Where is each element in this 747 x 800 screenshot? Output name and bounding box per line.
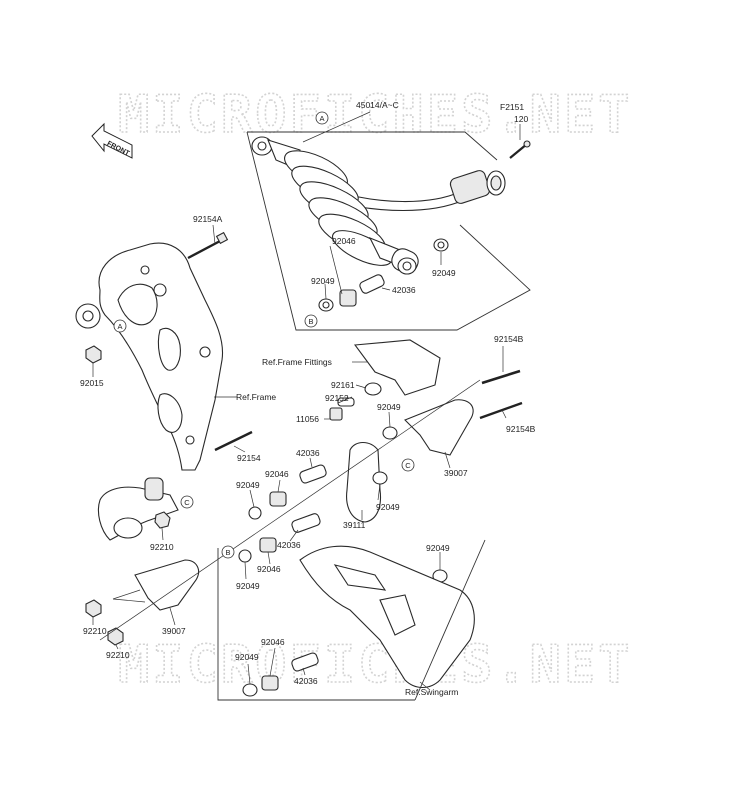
label-92015: 92015 bbox=[80, 378, 104, 388]
label-92154b-mid: 92154B bbox=[506, 424, 536, 434]
watermark-top: MICROFICHES.NET bbox=[118, 85, 633, 145]
svg-text:C: C bbox=[184, 498, 190, 507]
label-92152: 92152 bbox=[325, 393, 349, 403]
swingarm bbox=[299, 545, 475, 689]
callout-a-left: A bbox=[113, 319, 127, 333]
label-ref-frame-fittings: Ref.Frame Fittings bbox=[262, 357, 332, 367]
label-ref-swingarm: Ref.Swingarm bbox=[405, 687, 458, 697]
leader-lines bbox=[92, 111, 521, 691]
label-shock-assembly: 45014/A~C bbox=[356, 100, 399, 110]
callout-b-low: B bbox=[221, 545, 235, 559]
label-92210-lower: 92210 bbox=[106, 650, 130, 660]
svg-text:C: C bbox=[405, 461, 411, 470]
label-92049-upper: 92049 bbox=[377, 402, 401, 412]
svg-text:B: B bbox=[308, 317, 313, 326]
label-92049-far-right: 92049 bbox=[426, 543, 450, 553]
label-92154a: 92154A bbox=[193, 214, 223, 224]
label-42036-low: 42036 bbox=[277, 540, 301, 550]
label-92049-lowleft: 92049 bbox=[236, 581, 260, 591]
callout-c-left: C bbox=[180, 495, 194, 509]
label-39007-left: 39007 bbox=[162, 626, 186, 636]
label-42036-bottom: 42036 bbox=[294, 676, 318, 686]
label-92046-bottom: 92046 bbox=[261, 637, 285, 647]
label-92049-bottom: 92049 bbox=[235, 652, 259, 662]
label-92161: 92161 bbox=[331, 380, 355, 390]
svg-text:A: A bbox=[319, 114, 324, 123]
label-92210-upper: 92210 bbox=[150, 542, 174, 552]
watermark-bottom: MICROFICHES.NET bbox=[118, 635, 633, 695]
label-42036-mid: 42036 bbox=[296, 448, 320, 458]
linkage-rods bbox=[85, 339, 523, 697]
label-shock-92049-left: 92049 bbox=[311, 276, 335, 286]
label-92049-mid-left: 92049 bbox=[236, 480, 260, 490]
frame-bracket bbox=[75, 231, 229, 471]
callout-b-top: B bbox=[304, 314, 318, 328]
label-39007-right: 39007 bbox=[444, 468, 468, 478]
shock-absorber bbox=[246, 131, 531, 331]
lower-frame bbox=[97, 477, 179, 541]
callout-a-top: A bbox=[315, 111, 329, 125]
label-shock-92046: 92046 bbox=[332, 236, 356, 246]
label-f2151: F2151 bbox=[500, 102, 524, 112]
label-92046-low: 92046 bbox=[257, 564, 281, 574]
label-shock-92049-right: 92049 bbox=[432, 268, 456, 278]
label-39111: 39111 bbox=[343, 520, 366, 530]
label-92154: 92154 bbox=[237, 453, 261, 463]
svg-text:B: B bbox=[225, 548, 230, 557]
label-ref-frame: Ref.Frame bbox=[236, 392, 276, 402]
label-92046-mid: 92046 bbox=[265, 469, 289, 479]
callout-c-right: C bbox=[401, 458, 415, 472]
label-92154b-top: 92154B bbox=[494, 334, 524, 344]
label-92049-rocker: 92049 bbox=[376, 502, 400, 512]
label-11056: 11056 bbox=[296, 414, 319, 424]
svg-text:A: A bbox=[117, 322, 122, 331]
label-92210-left: 92210 bbox=[83, 626, 107, 636]
label-shock-42036: 42036 bbox=[392, 285, 416, 295]
label-120: 120 bbox=[514, 114, 528, 124]
